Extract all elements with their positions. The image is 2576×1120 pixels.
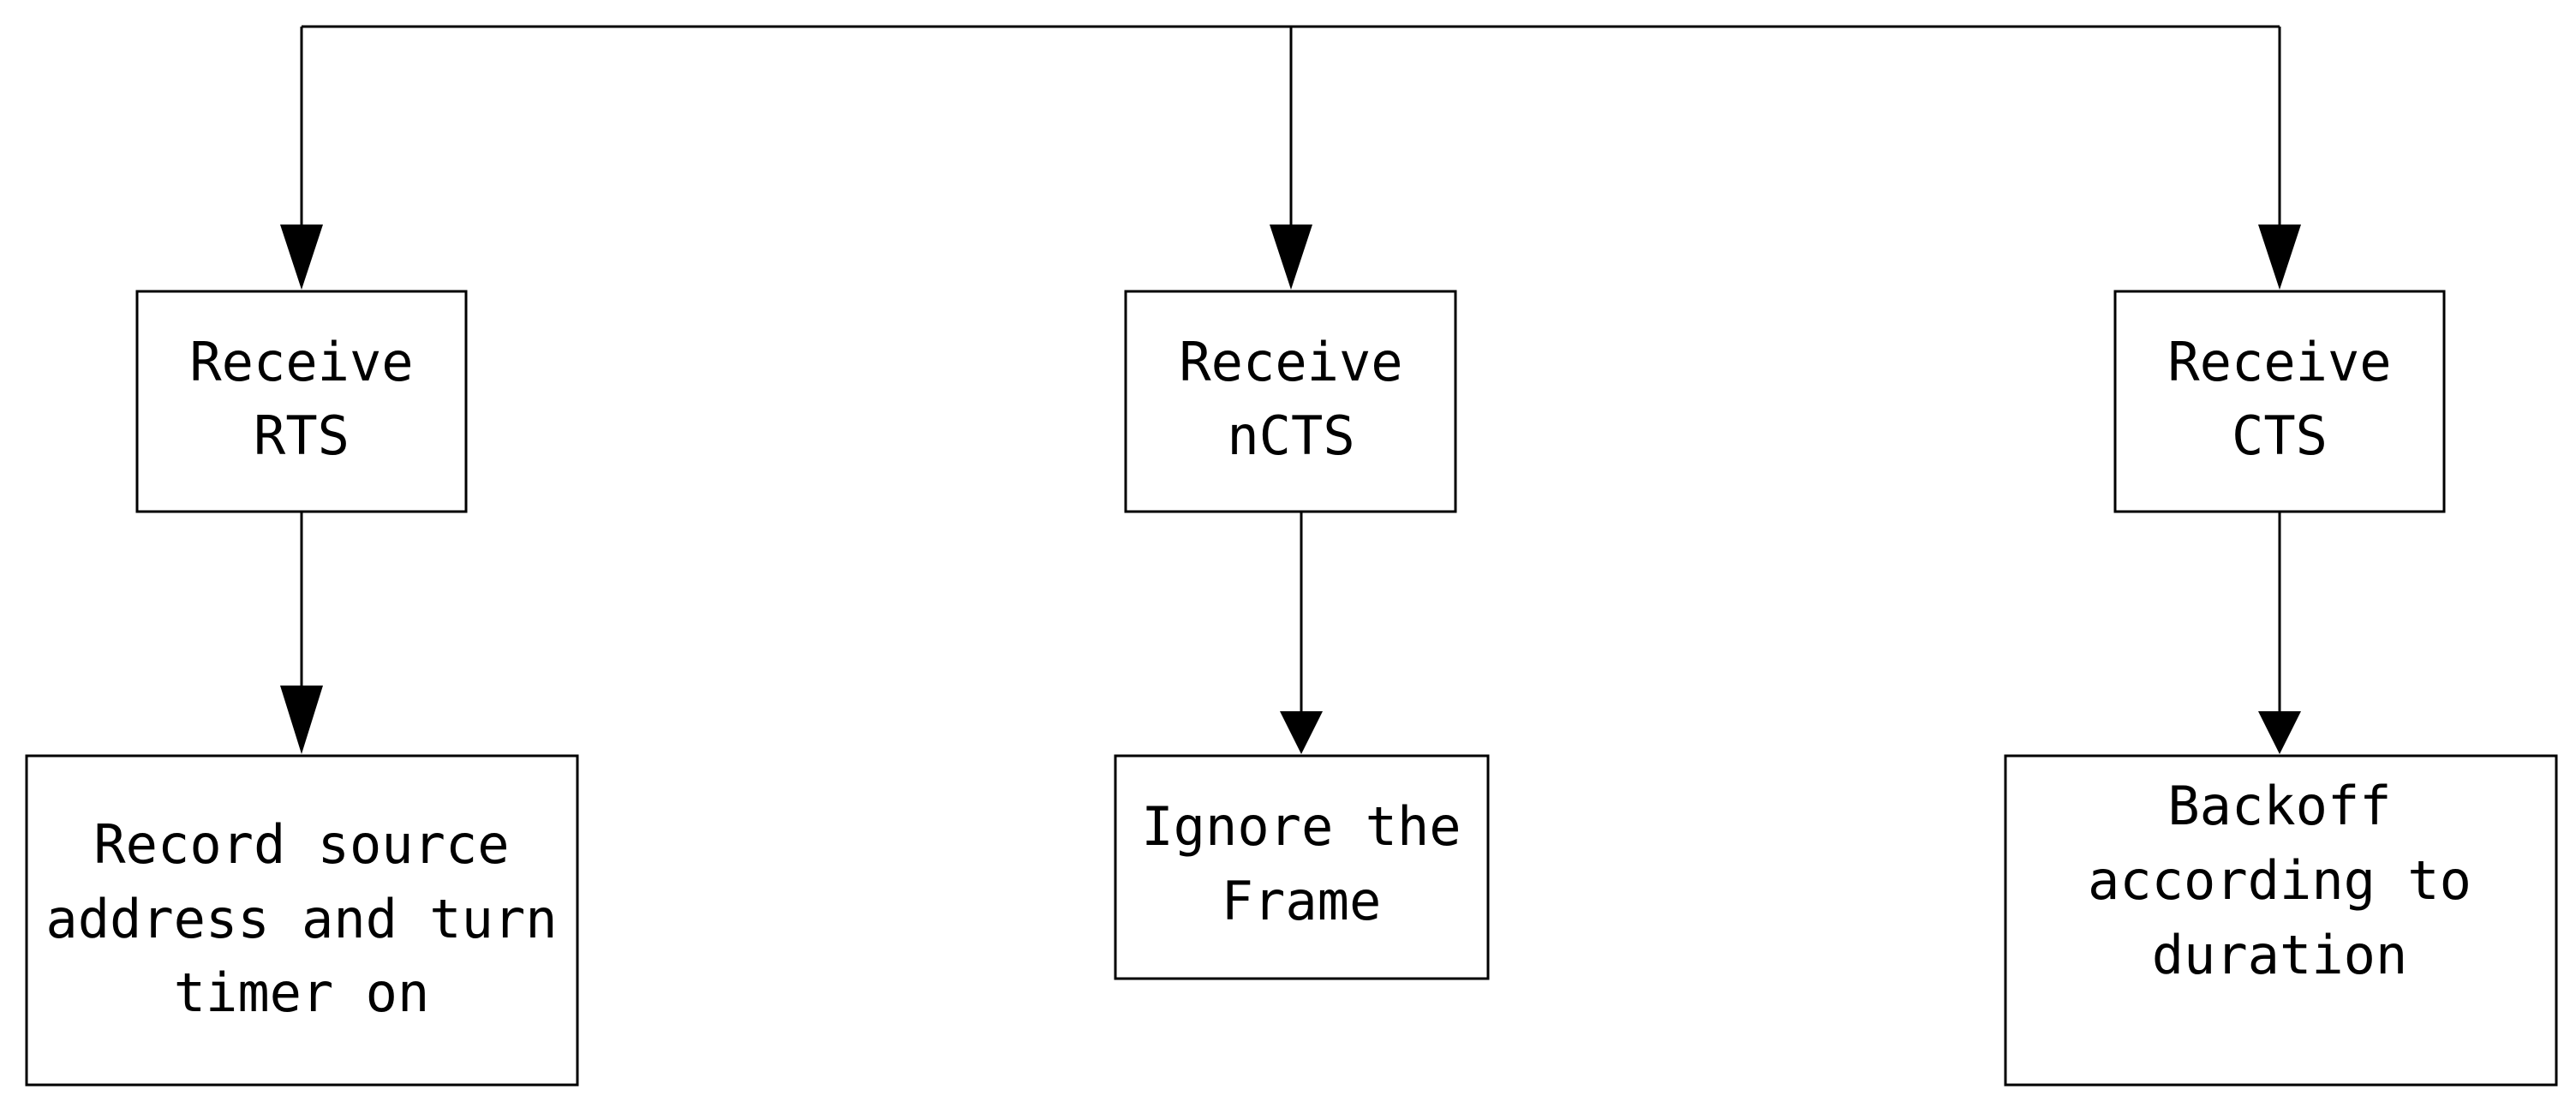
- node-record-source-line-1: Record source: [93, 813, 509, 876]
- arrow-to-record-source: [280, 686, 323, 754]
- node-receive-ncts: Receive nCTS: [1124, 290, 1457, 513]
- node-ignore-frame-line-2: Frame: [1222, 870, 1382, 932]
- arrow-to-backoff: [2258, 711, 2301, 754]
- node-receive-ncts-line-2: nCTS: [1227, 404, 1354, 467]
- node-backoff: Backoff according to duration: [2004, 754, 2558, 1087]
- arrow-to-ignore-frame: [1280, 711, 1323, 754]
- node-record-source-line-3: timer on: [174, 961, 430, 1024]
- node-receive-rts-line-1: Receive: [189, 331, 413, 393]
- node-receive-cts-line-1: Receive: [2167, 331, 2391, 393]
- node-record-source-line-2: address and turn: [45, 888, 557, 950]
- node-receive-cts: Receive CTS: [2113, 290, 2446, 513]
- top-bus-line: [300, 25, 2281, 231]
- arrow-to-receive-cts: [2258, 225, 2301, 290]
- node-receive-rts-line-2: RTS: [254, 404, 350, 467]
- node-record-source: Record source address and turn timer on: [25, 754, 579, 1087]
- node-ignore-frame: Ignore the Frame: [1114, 754, 1490, 980]
- arrow-to-receive-ncts: [1270, 225, 1312, 290]
- arrow-to-receive-rts: [280, 225, 323, 290]
- node-ignore-frame-line-1: Ignore the: [1141, 795, 1461, 858]
- node-receive-rts: Receive RTS: [135, 290, 468, 513]
- node-backoff-line-2: according to: [2088, 849, 2471, 912]
- node-backoff-line-3: duration: [2152, 924, 2408, 986]
- node-receive-cts-line-2: CTS: [2232, 404, 2328, 467]
- node-backoff-line-1: Backoff: [2167, 775, 2391, 837]
- node-receive-ncts-line-1: Receive: [1179, 331, 1402, 393]
